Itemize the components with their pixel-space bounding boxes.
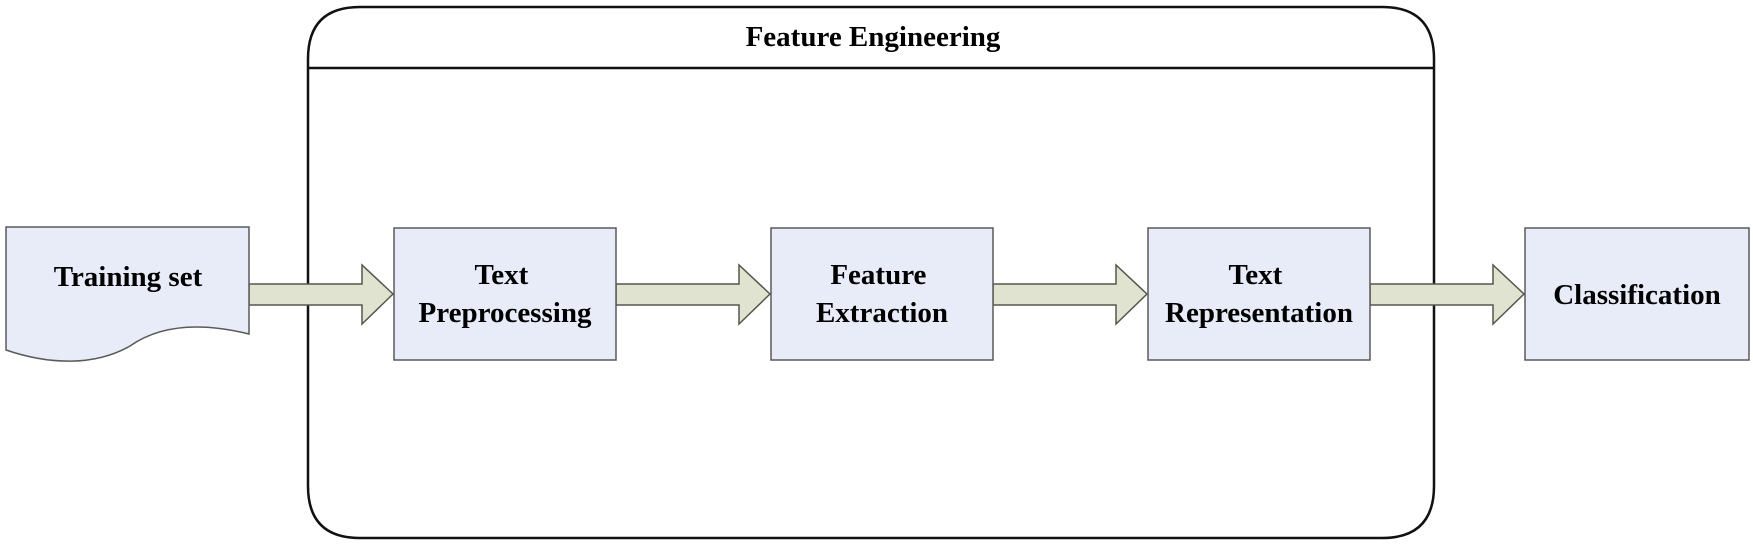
arrow-training-to-preprocessing [248, 263, 395, 326]
node-classification: Classification [1524, 227, 1750, 361]
arrow-preprocessing-to-extraction [615, 263, 772, 326]
feature-extraction-label: Feature Extraction [816, 259, 948, 329]
arrow-extraction-to-representation [992, 263, 1149, 326]
text-representation-label: Text Representation [1165, 259, 1353, 329]
text-preprocessing-line-2: Preprocessing [419, 297, 592, 329]
feature-extraction-line-2: Extraction [816, 297, 948, 329]
text-preprocessing-box [393, 227, 617, 361]
feature-extraction-box [770, 227, 994, 361]
node-training-set: Training set [5, 226, 250, 362]
text-representation-box [1147, 227, 1371, 361]
text-preprocessing-label: Text Preprocessing [419, 259, 592, 329]
classification-box [1524, 227, 1750, 361]
classification-line-1: Classification [1553, 279, 1721, 311]
text-representation-line-1: Text [1229, 259, 1283, 291]
feature-extraction-line-1: Feature [830, 259, 926, 291]
training-set-line-1: Training set [54, 261, 203, 293]
arrow-representation-to-classification [1369, 263, 1526, 326]
classification-label: Classification [1553, 279, 1721, 311]
node-feature-extraction: Feature Extraction [770, 227, 994, 361]
text-preprocessing-line-1: Text [475, 259, 529, 291]
text-representation-line-2: Representation [1165, 297, 1353, 329]
training-set-document-shape [5, 226, 250, 362]
node-text-preprocessing: Text Preprocessing [393, 227, 617, 361]
node-text-representation: Text Representation [1147, 227, 1371, 361]
arrows [248, 263, 1526, 326]
feature-engineering-title: Feature Engineering [746, 21, 1001, 53]
training-set-label: Training set [54, 261, 203, 293]
